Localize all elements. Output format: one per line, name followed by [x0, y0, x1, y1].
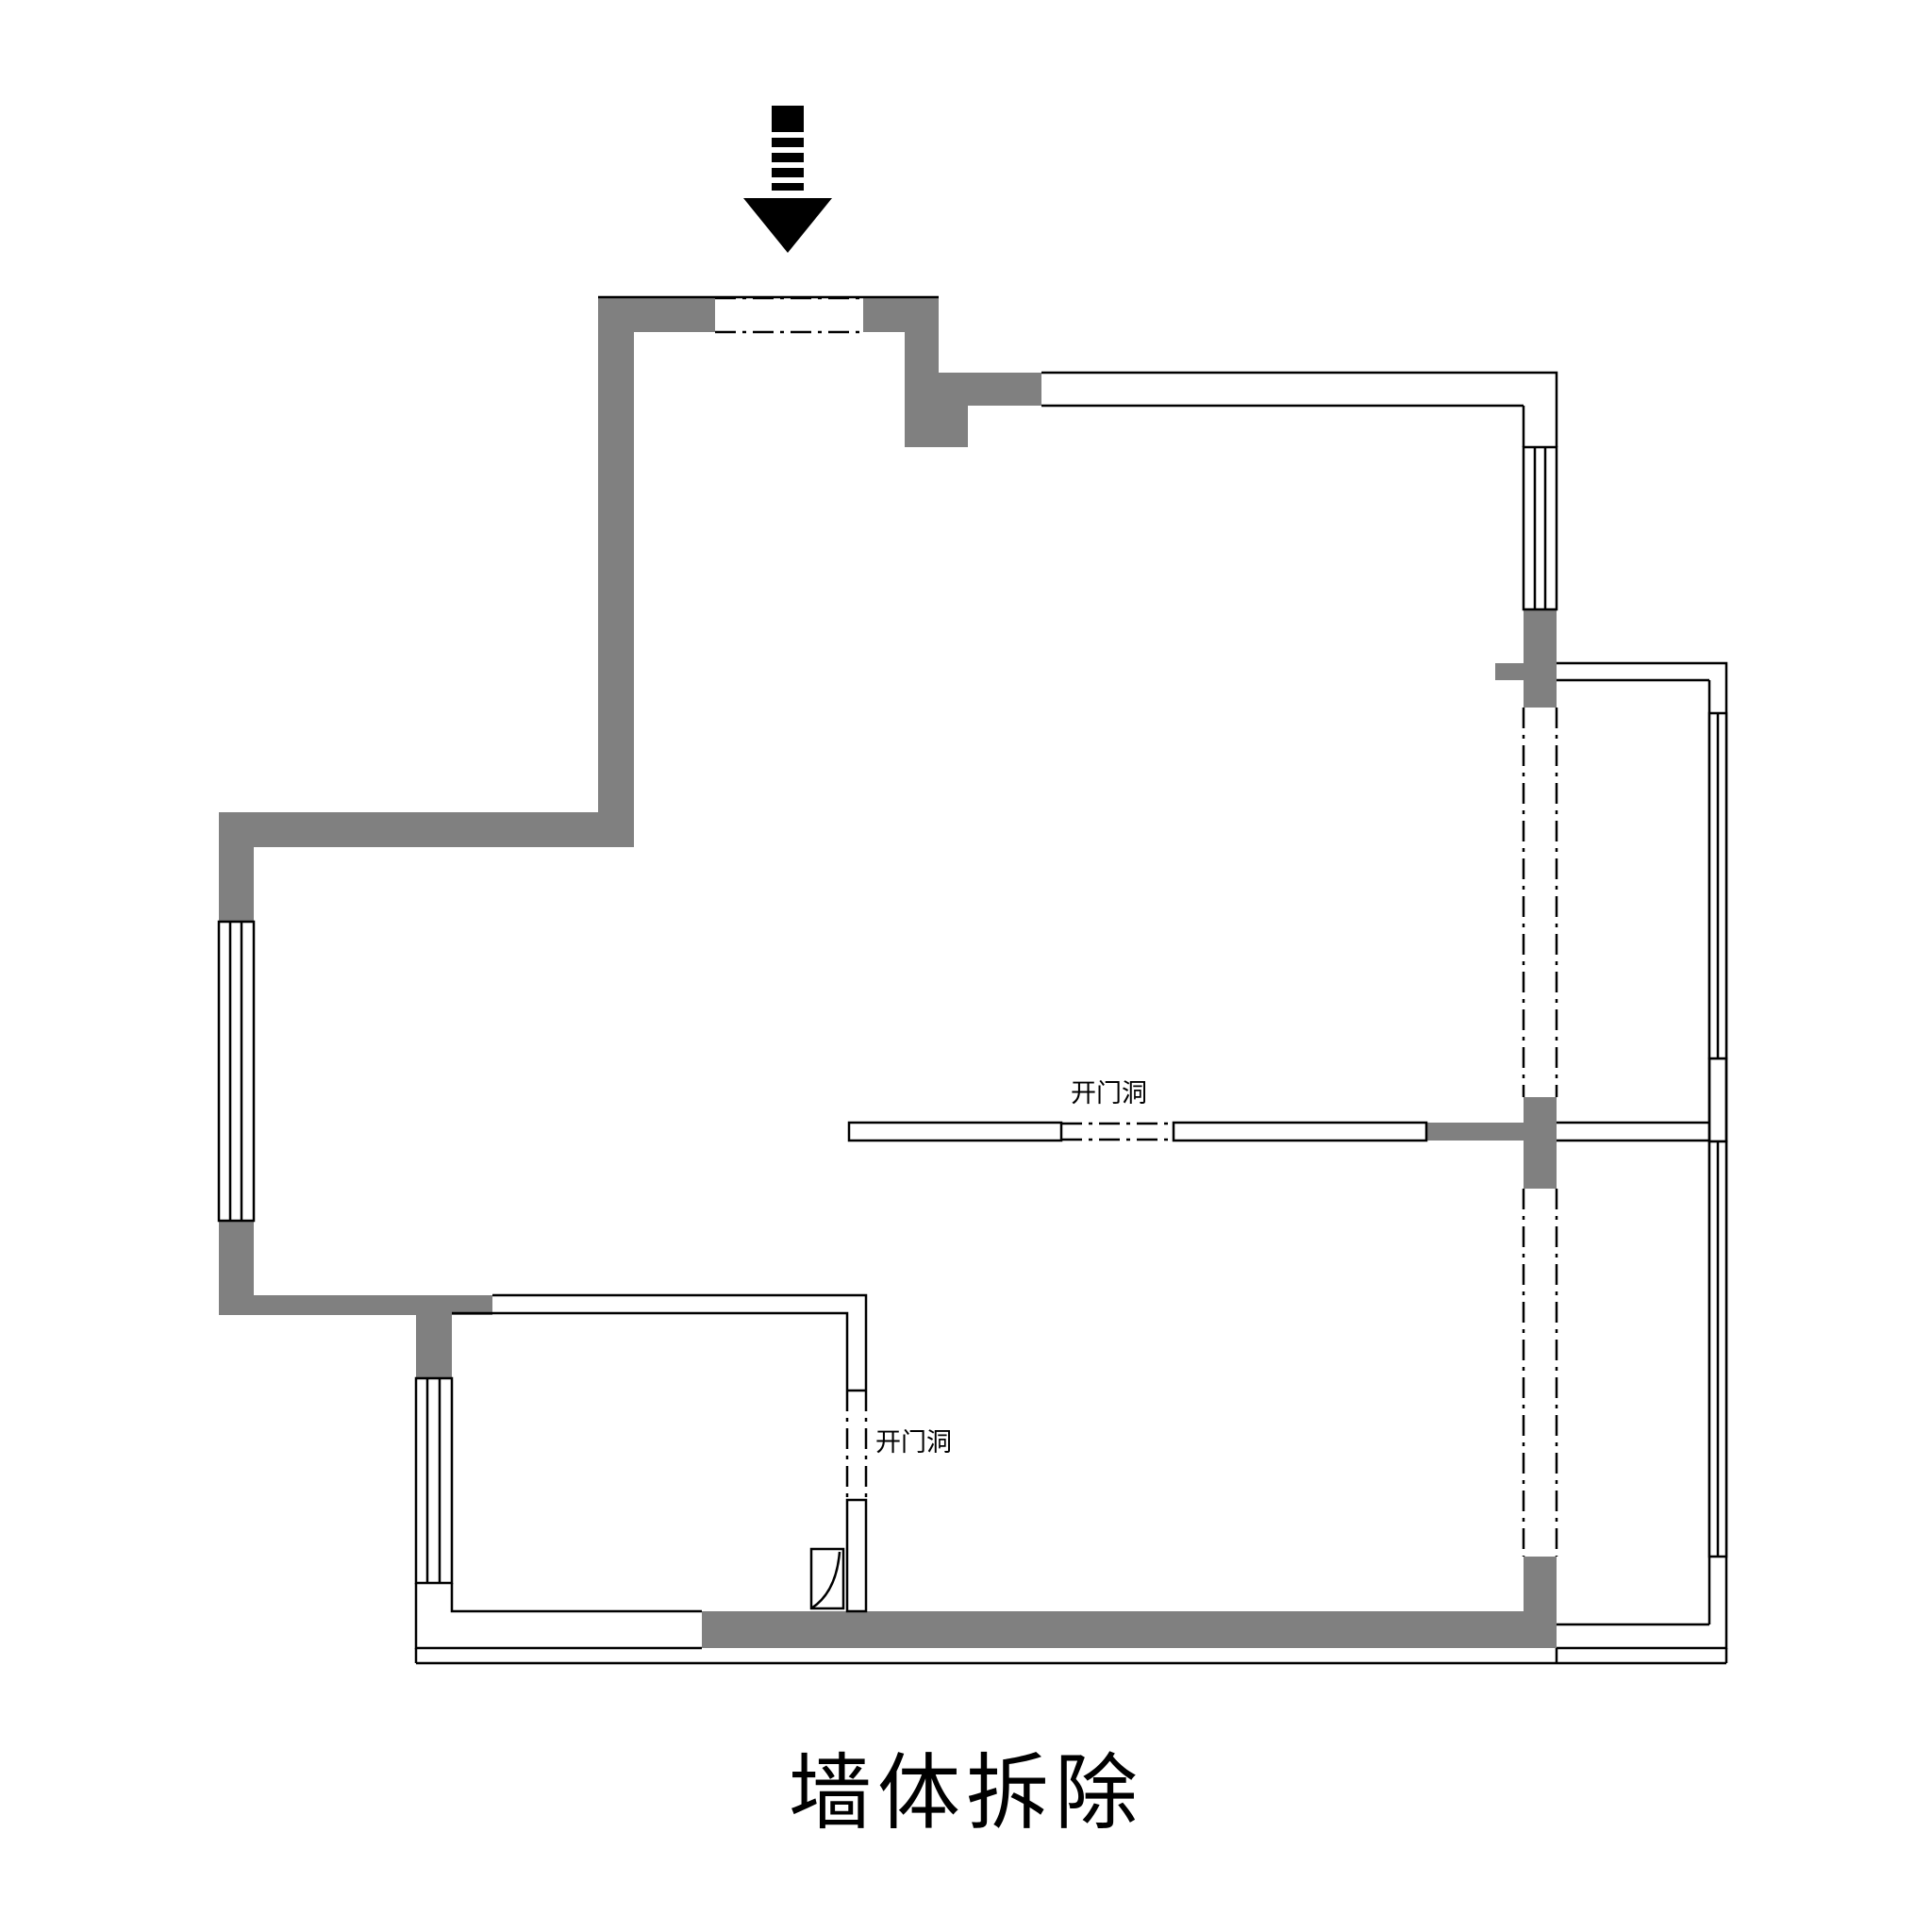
label-opening-bedroom: 开门洞 [875, 1428, 952, 1457]
wall-right-column-middle [1524, 1097, 1557, 1189]
partition-living [847, 1121, 1428, 1142]
load-bearing-walls [219, 298, 1557, 1648]
window-right-upper [1522, 445, 1558, 611]
window-left [217, 920, 256, 1223]
demolished-walls [715, 296, 1558, 1557]
wall-right-column-upper [1524, 609, 1557, 708]
windows [217, 445, 1728, 1585]
window-bedroom [414, 1376, 454, 1585]
wall-mid-horizontal [219, 812, 634, 847]
wall-upper-left-vertical [598, 298, 634, 847]
entrance-arrow-icon [743, 106, 832, 253]
wall-partition-stub [1426, 1123, 1525, 1141]
wall-left-upper [219, 812, 254, 922]
wall-bedroom-corner [416, 1295, 452, 1378]
wall-bottom-main [702, 1611, 1557, 1648]
wall-top-right-column [905, 298, 1041, 447]
page-title: 墙体拆除 [788, 1744, 1143, 1841]
label-opening-living: 开门洞 [1071, 1079, 1147, 1108]
window-balcony-lower [1707, 1140, 1728, 1558]
window-balcony-upper [1707, 711, 1728, 1060]
wall-right-column-stub [1495, 663, 1525, 680]
